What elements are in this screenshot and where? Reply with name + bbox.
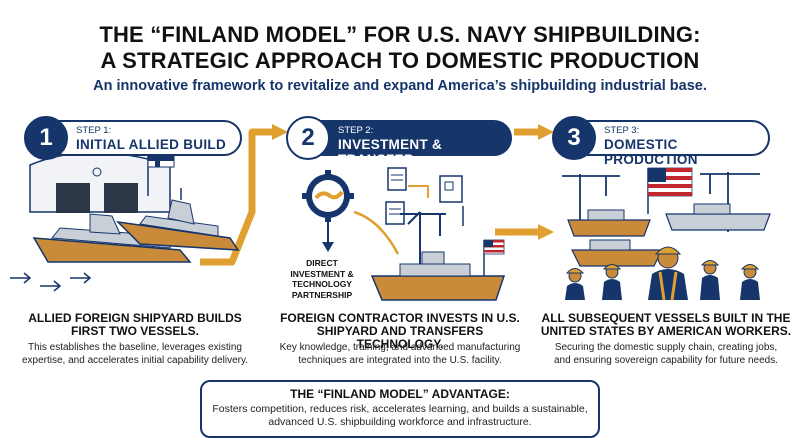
- us-flag-icon: [483, 239, 505, 276]
- step-1-body-line2: expertise, and accelerates initial capab…: [21, 354, 249, 366]
- document-icon: [439, 175, 463, 203]
- step-1-name: INITIAL ALLIED BUILD: [76, 137, 226, 152]
- worker-icon: [602, 264, 622, 300]
- step-3-label: STEP 3:: [604, 125, 640, 136]
- worker-icon: [700, 260, 720, 300]
- step-2-number: 2: [286, 116, 330, 160]
- step-2-body-line1: Key knowledge, training, and advanced ma…: [279, 342, 521, 353]
- partnership-line2: INVESTMENT &: [290, 268, 354, 279]
- step-2-label: STEP 2:: [338, 125, 374, 136]
- step-1-number: 1: [24, 116, 68, 160]
- worker-icon: [565, 268, 585, 300]
- ship-icon: [571, 239, 663, 267]
- advantage-line2: advanced U.S. shipbuilding workforce and…: [268, 416, 532, 428]
- step-3-body: Securing the domestic supply chain, crea…: [538, 342, 794, 367]
- ship-icon: [370, 251, 506, 301]
- step-3-number: 3: [552, 116, 596, 160]
- step-2-body-line2: techniques are integrated into the U.S. …: [298, 354, 502, 366]
- step-1-heading: ALLIED FOREIGN SHIPYARD BUILDS FIRST TWO…: [10, 312, 260, 338]
- step-3-heading-line1: ALL SUBSEQUENT VESSELS BUILT IN THE: [541, 311, 791, 325]
- step-2-heading-line1: FOREIGN CONTRACTOR INVESTS IN U.S.: [280, 311, 520, 325]
- worker-icon: [648, 246, 688, 301]
- step-2-heading-line2: SHIPYARD AND TRANSFERS TECHNOLOGY.: [316, 324, 484, 351]
- flow-arrow-2-head: [538, 124, 554, 140]
- step-1-pill: 1 STEP 1: INITIAL ALLIED BUILD: [24, 116, 242, 160]
- step-3-heading: ALL SUBSEQUENT VESSELS BUILT IN THE UNIT…: [538, 312, 794, 338]
- page-subtitle: An innovative framework to revitalize an…: [93, 78, 707, 94]
- partnership-line1: DIRECT: [306, 258, 338, 268]
- step-3-name: DOMESTIC PRODUCTION: [604, 137, 698, 167]
- flow-arrow-3-head: [538, 224, 554, 240]
- flow-arrow-2-to-3: [495, 128, 540, 236]
- ship-icon: [115, 188, 240, 251]
- partnership-line4: PARTNERSHIP: [291, 289, 353, 300]
- page-title-line2: A STRATEGIC APPROACH TO DOMESTIC PRODUCT…: [100, 48, 700, 73]
- step-1-label: STEP 1:: [76, 125, 112, 136]
- advantage-line1: Fosters competition, reduces risk, accel…: [212, 403, 588, 415]
- step-2-pill: 2 STEP 2: INVESTMENT & TRANSFER: [286, 116, 512, 167]
- step-3-pill: 3 STEP 3: DOMESTIC PRODUCTION: [552, 116, 770, 167]
- ship-icon: [32, 213, 192, 263]
- advantage-box: THE “FINLAND MODEL” ADVANTAGE: Fosters c…: [200, 380, 600, 438]
- handshake-gear-icon: [302, 170, 354, 222]
- us-flag-icon: [647, 167, 693, 214]
- ship-icon: [665, 203, 771, 231]
- step-3-body-line2: and ensuring sovereign capability for fu…: [553, 354, 779, 366]
- partnership-label: DIRECT INVESTMENT & TECHNOLOGY PARTNERSH…: [286, 258, 358, 300]
- step-1-body-line1: This establishes the baseline, leverages…: [27, 342, 242, 353]
- step-3-heading-line2: UNITED STATES BY AMERICAN WORKERS.: [540, 324, 792, 338]
- investment-transfer-scene: [302, 167, 506, 301]
- step-1-body: This establishes the baseline, leverages…: [10, 342, 260, 367]
- document-icon: [387, 167, 407, 191]
- step-1-heading-line2: FIRST TWO VESSELS.: [70, 324, 199, 338]
- step-2-body: Key knowledge, training, and advanced ma…: [272, 342, 528, 367]
- page-title-line1: THE “FINLAND MODEL” FOR U.S. NAVY SHIPBU…: [99, 22, 701, 47]
- flow-arrow-1-head: [272, 124, 288, 140]
- foreign-shipyard-scene: [10, 149, 240, 292]
- crane-icon: [400, 211, 446, 272]
- advantage-text: Fosters competition, reduces risk, accel…: [208, 403, 592, 429]
- step-1-heading-line1: ALLIED FOREIGN SHIPYARD BUILDS: [28, 311, 242, 325]
- domestic-production-scene: [562, 167, 771, 301]
- step-2-heading: FOREIGN CONTRACTOR INVESTS IN U.S. SHIPY…: [272, 312, 528, 351]
- flow-arrow-1-to-2: [200, 128, 274, 266]
- partnership-line3: TECHNOLOGY: [292, 279, 352, 289]
- worker-icon: [740, 264, 760, 300]
- step-3-body-line1: Securing the domestic supply chain, crea…: [554, 342, 778, 353]
- ship-icon: [567, 209, 651, 237]
- advantage-title: THE “FINLAND MODEL” ADVANTAGE:: [290, 387, 510, 401]
- step-2-name: INVESTMENT & TRANSFER: [338, 137, 443, 167]
